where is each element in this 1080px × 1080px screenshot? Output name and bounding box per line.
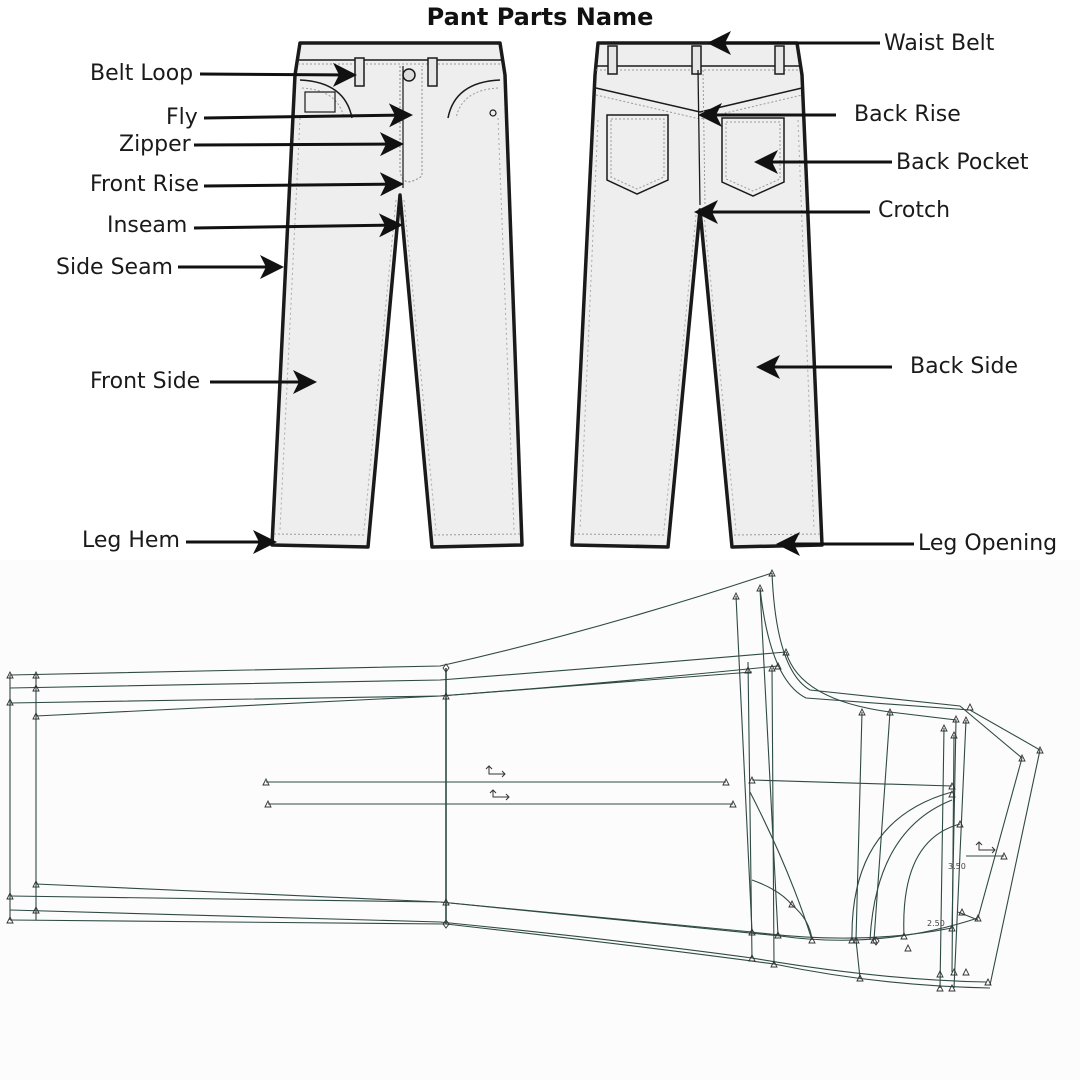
pattern-line <box>747 661 753 959</box>
label-front-side: Front Side <box>90 369 201 394</box>
grain-arrow-icons <box>485 765 996 854</box>
pants-illustration <box>178 31 914 556</box>
arrow-fly <box>203 103 413 128</box>
label-side-seam: Side Seam <box>56 255 173 280</box>
arrow-inseam <box>193 213 403 238</box>
pattern-notch-markers <box>442 663 880 946</box>
pattern-line <box>751 879 813 941</box>
back-callout-arrows <box>694 31 914 556</box>
pattern-line <box>851 791 953 941</box>
pattern-line <box>957 911 979 921</box>
pattern-line <box>869 799 953 941</box>
pattern-line <box>903 823 961 937</box>
pattern-line <box>785 651 957 929</box>
front-callout-arrows <box>178 62 413 554</box>
label-fly: Fly <box>166 105 198 130</box>
pattern-line <box>771 667 775 965</box>
pattern-point-markers <box>6 568 1044 992</box>
page-title: Pant Parts Name <box>426 3 654 31</box>
pattern-line <box>855 711 863 979</box>
label-zipper: Zipper <box>119 132 191 157</box>
front-pants <box>270 41 524 549</box>
arrow-belt-loop <box>199 62 357 87</box>
pattern-line <box>953 719 967 989</box>
pattern-line <box>9 919 991 989</box>
pattern-line <box>9 665 779 704</box>
label-belt-loop: Belt Loop <box>90 61 194 86</box>
label-back-rise: Back Rise <box>854 102 961 127</box>
label-leg-opening: Leg Opening <box>918 531 1058 556</box>
pattern-line <box>751 779 953 787</box>
pattern-line <box>749 791 813 941</box>
pattern-line <box>951 734 955 973</box>
pattern-line <box>9 572 773 676</box>
pattern-line <box>873 711 891 941</box>
pattern-line <box>759 587 779 936</box>
pattern-line <box>9 651 787 689</box>
label-back-side: Back Side <box>910 354 1018 379</box>
arrow-front-rise <box>203 172 404 197</box>
label-crotch: Crotch <box>878 198 951 223</box>
pattern-line <box>939 727 945 989</box>
label-front-rise: Front Rise <box>90 172 200 197</box>
pattern-line <box>735 595 753 933</box>
label-inseam: Inseam <box>107 213 188 238</box>
label-leg-hem: Leg Hem <box>82 528 180 553</box>
pattern-line <box>35 883 979 941</box>
pattern-line <box>35 671 753 717</box>
pattern-line <box>759 587 1041 986</box>
pattern-measure-label: 3.50 <box>948 862 966 871</box>
pattern-line <box>9 909 987 983</box>
pattern-measure-label: 2.50 <box>927 919 945 928</box>
label-waist-belt: Waist Belt <box>884 31 995 56</box>
pattern-line <box>771 572 1023 919</box>
arrow-zipper <box>193 132 404 157</box>
label-back-pocket: Back Pocket <box>896 150 1029 175</box>
pattern-draft-panel <box>0 560 1080 1080</box>
